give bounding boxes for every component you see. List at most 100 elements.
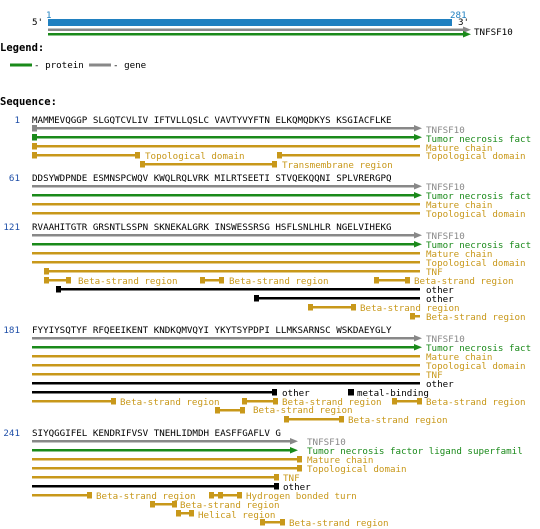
block-241-helical-label[interactable]: Helical region [198,510,276,521]
block-181-other-label-a[interactable]: other [426,379,454,390]
block-181-sequence: FYYIYSQTYF RFQEEIKENT KNDKQMVQYI YKYTSYP… [32,325,392,336]
block-121-beta-track-b [200,277,224,284]
block-181-other-label-b[interactable]: other [282,388,310,399]
block-121-other-label-b[interactable]: other [426,294,454,305]
block-121-beta-strand-label-d[interactable]: Beta-strand region [360,303,460,314]
block-121-tnf-label[interactable]: TNF [426,267,443,278]
block-181-topo-domain-label[interactable]: Topological domain [426,361,526,372]
block-181-metal-binding-mark [348,389,354,396]
block-241-hbond-track-b [218,492,242,499]
block-121-beta-track-d [308,304,356,311]
block-181-tnf-label[interactable]: TNF [426,370,443,381]
block-181-beta-track-e [284,416,344,423]
block-1-topo-domain-label-a[interactable]: Topological domain [145,151,245,162]
block-61-number: 61 [8,173,20,184]
block-241-beta-track-b [150,501,177,508]
block-181-beta-strand-label-d[interactable]: Beta-strand region [253,405,353,416]
block-61-gene-track [32,183,422,190]
block-241-protein-track [32,447,298,454]
block-181-beta-strand-label-e[interactable]: Beta-strand region [348,415,448,426]
block-181-beta-track-d [215,407,245,414]
block-241-gene-track [32,438,298,445]
block-1-gene-label[interactable]: TNFSF10 [426,125,465,136]
block-241-tnf-track [32,474,279,481]
block-181-protein-label[interactable]: Tumor necrosis fact [426,343,532,354]
block-1-topo-track-b [277,152,420,159]
block-1-mature-track [32,143,420,150]
block-121-other-label-a[interactable]: other [426,285,454,296]
start-number: 1 [46,10,52,21]
legend-protein-swatch [10,63,32,67]
overview-blue-bar [48,19,452,26]
block-241-tnf-label[interactable]: TNF [283,473,300,484]
block-61-gene-label[interactable]: TNFSF10 [426,182,465,193]
block-241-helical-track [176,510,194,517]
block-1-topo-domain-label-b[interactable]: Topological domain [426,151,526,162]
block-61-mature-track [32,203,420,206]
legend-title: Legend: [0,42,45,54]
block-121-protein-label[interactable]: Tumor necrosis fact [426,240,532,251]
block-121-gene-label[interactable]: TNFSF10 [426,231,465,242]
block-121-protein-track [32,241,422,248]
block-61-mature-chain-label[interactable]: Mature chain [426,200,493,211]
overview-gene-label[interactable]: TNFSF10 [474,27,513,38]
end-number: 281 [450,10,467,21]
block-181-beta-strand-label-a[interactable]: Beta-strand region [120,397,220,408]
block-241-mature-chain-label[interactable]: Mature chain [307,455,374,466]
block-61-sequence: DDSYWDPNDE ESMNSPCWQV KWQLRQLVRK MILRTSE… [32,173,392,184]
block-121-mature-chain-label[interactable]: Mature chain [426,249,493,260]
block-121-topo-track [32,261,420,264]
block-181-other-track-b [32,389,277,396]
block-241-other-label[interactable]: other [283,482,311,493]
block-181-protein-track [32,344,422,351]
block-181-mature-chain-label[interactable]: Mature chain [426,352,493,363]
block-241-topo-domain-label[interactable]: Topological domain [307,464,407,475]
block-241-gene-label[interactable]: TNFSF10 [307,437,346,448]
block-121-gene-track [32,232,422,239]
block-181-metal-binding-label[interactable]: metal-binding [357,388,429,399]
block-241-hbond-track-a [209,492,218,499]
block-1-transmembrane-label[interactable]: Transmembrane region [282,160,393,171]
block-241-beta-strand-label-a[interactable]: Beta-strand region [96,491,196,502]
block-121-beta-strand-label-b[interactable]: Beta-strand region [229,276,329,287]
overview-gene-bar [48,26,471,33]
legend-protein-label: - protein [34,60,84,71]
block-61-protein-label[interactable]: Tumor necrosis fact [426,191,532,202]
block-1-sequence: MAMMEVQGGP SLGQTCVLIV IFTVLLQSLC VAVTYVY… [32,115,392,126]
block-121-topo-domain-label[interactable]: Topological domain [426,258,526,269]
block-121-other-track-a [56,286,420,293]
block-181-gene-label[interactable]: TNFSF10 [426,334,465,345]
block-181-beta-strand-label-c[interactable]: Beta-strand region [426,397,526,408]
block-181-number: 181 [3,325,20,336]
block-241-sequence: SIYQGGIFEL KENDRIFVSV TNEHLIDMDH EASFFGA… [32,428,281,439]
block-121-beta-strand-label-a[interactable]: Beta-strand region [78,276,178,287]
block-121-beta-strand-label-e[interactable]: Beta-strand region [426,312,526,323]
block-1-topo-track-a [32,152,140,159]
block-121-beta-strand-label-c[interactable]: Beta-strand region [414,276,514,287]
block-241-beta-track-a [32,492,92,499]
block-121-beta-track-e [410,313,420,320]
block-241-protein-label[interactable]: Tumor necrosis factor ligand superfamil [307,446,523,457]
block-241-beta-track-c [260,519,285,526]
block-121-other-track-b [254,295,420,302]
block-61-topo-domain-label[interactable]: Topological domain [426,209,526,220]
legend-gene-label: - gene [113,60,147,71]
block-61-protein-track [32,192,422,199]
block-241-beta-strand-label-b[interactable]: Beta-strand region [180,500,280,511]
block-181-mature-track [32,355,420,358]
five-prime-label: 5' [32,17,44,28]
legend-gene-swatch [89,63,111,67]
block-241-hbond-turn-label[interactable]: Hydrogen bonded turn [246,491,357,502]
block-1-mature-chain-label[interactable]: Mature chain [426,143,493,154]
block-241-mature-track [32,456,302,463]
block-241-beta-strand-label-c[interactable]: Beta-strand region [289,518,389,529]
block-181-other-track-a [32,382,420,385]
block-61-topo-track [32,212,420,215]
block-1-gene-track [32,125,422,132]
block-181-beta-strand-label-b[interactable]: Beta-strand region [282,397,382,408]
block-1-transmembrane-track [140,161,277,168]
block-121-beta-track-c [374,277,410,284]
block-1-protein-label[interactable]: Tumor necrosis fact [426,134,532,145]
block-241-other-track [32,483,279,490]
